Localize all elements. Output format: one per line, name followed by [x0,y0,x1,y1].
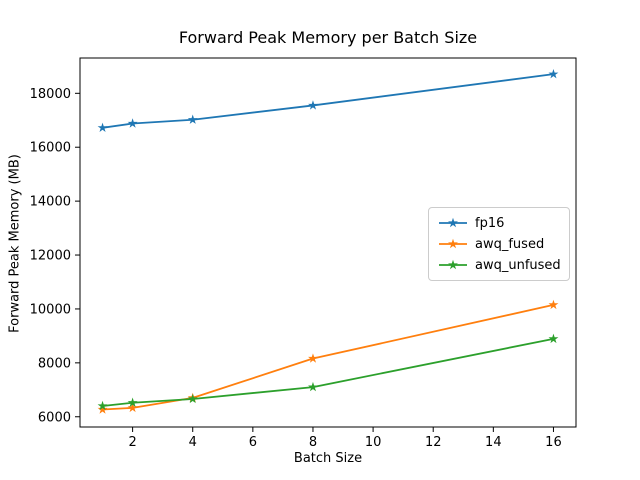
legend: fp16 awq_fused awq_unfused [428,207,570,281]
y-tick-label: 12000 [30,249,71,264]
series-marker-fp16 [548,68,559,79]
series-marker-awq_fused [127,402,138,413]
x-tick-label: 14 [485,435,502,450]
y-axis-label: Forward Peak Memory (MB) [7,154,23,333]
x-tick-label: 4 [189,435,197,450]
series-marker-fp16 [127,118,138,128]
series-marker-awq_unfused [187,393,198,404]
series-marker-awq_fused [97,404,108,414]
legend-item-awq_unfused: awq_unfused [438,255,561,275]
series-line-awq_unfused [102,337,554,407]
y-tick-label: 6000 [38,410,71,425]
legend-line-star-icon [439,217,467,228]
series-marker-awq_unfused [127,397,138,407]
y-tick-label: 16000 [30,141,71,156]
legend-label: fp16 [475,215,505,231]
y-tick-label: 18000 [30,87,71,102]
series-marker-awq_fused [548,299,559,310]
series-line-fp16 [102,73,554,129]
x-tick-label: 12 [425,435,442,450]
series-marker-fp16 [308,100,318,110]
series-marker-fp16 [187,114,198,124]
x-tick-label: 6 [249,435,257,450]
legend-item-awq_fused: awq_fused [438,234,560,254]
plot-border [79,57,577,428]
legend-line-star-icon [439,259,467,270]
x-tick-label: 8 [309,435,317,450]
legend-line-star-icon [439,238,467,249]
series-marker-awq_unfused [97,400,108,411]
series-marker-awq_unfused [308,381,318,392]
series-marker-awq_unfused [548,333,559,344]
chart-title: Forward Peak Memory per Batch Size [178,28,478,47]
x-axis-label: Batch Size [293,451,363,466]
x-tick-label: 10 [365,435,382,450]
series-line-awq_fused [102,304,554,411]
series-marker-fp16 [97,122,108,133]
series-marker-awq_fused [308,353,318,363]
legend-label: awq_unfused [475,257,561,273]
y-tick-label: 14000 [30,195,71,210]
x-tick-label: 16 [545,435,562,450]
legend-label: awq_fused [475,236,545,252]
y-tick-label: 8000 [38,356,71,371]
legend-item-fp16: fp16 [438,213,560,233]
x-tick-label: 2 [128,435,136,450]
y-tick-label: 10000 [30,302,71,317]
